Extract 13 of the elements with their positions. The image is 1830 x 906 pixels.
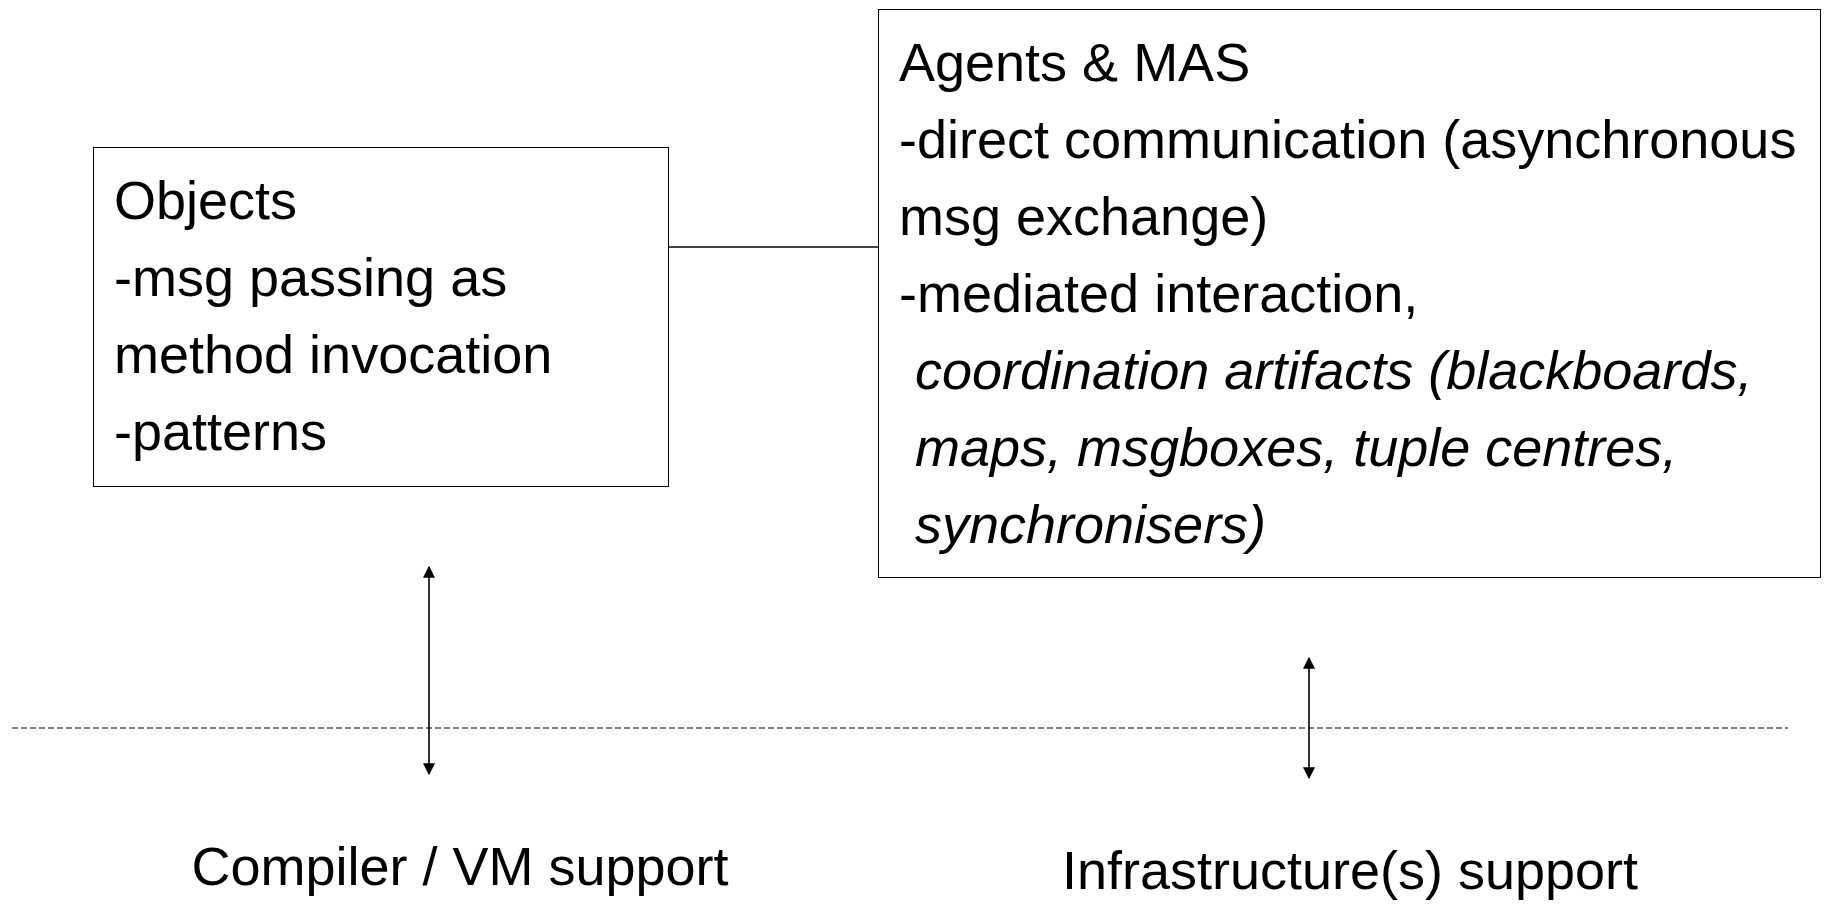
bullet-text: -direct communication (asynchronous msg exchange) bbox=[899, 108, 1798, 248]
text-box bbox=[878, 9, 1821, 578]
box-heading: Agents & MAS bbox=[899, 31, 1252, 94]
double-arrow bbox=[423, 565, 435, 776]
box-heading: Objects bbox=[114, 169, 299, 232]
bullet-text: -mediated interaction, coordination artifacts (blackboards, maps, msgboxes, tuple centres, synchronisers) bbox=[899, 262, 1754, 556]
connector-line bbox=[668, 246, 879, 248]
double-arrow bbox=[1303, 656, 1315, 780]
bullet-text: -msg passing as method invocation bbox=[114, 246, 554, 386]
text-box bbox=[93, 147, 669, 487]
support-label: Infrastructure(s) support bbox=[960, 832, 1740, 906]
bullet-text: -patterns bbox=[114, 400, 329, 463]
support-label: Compiler / VM support bbox=[120, 828, 800, 904]
